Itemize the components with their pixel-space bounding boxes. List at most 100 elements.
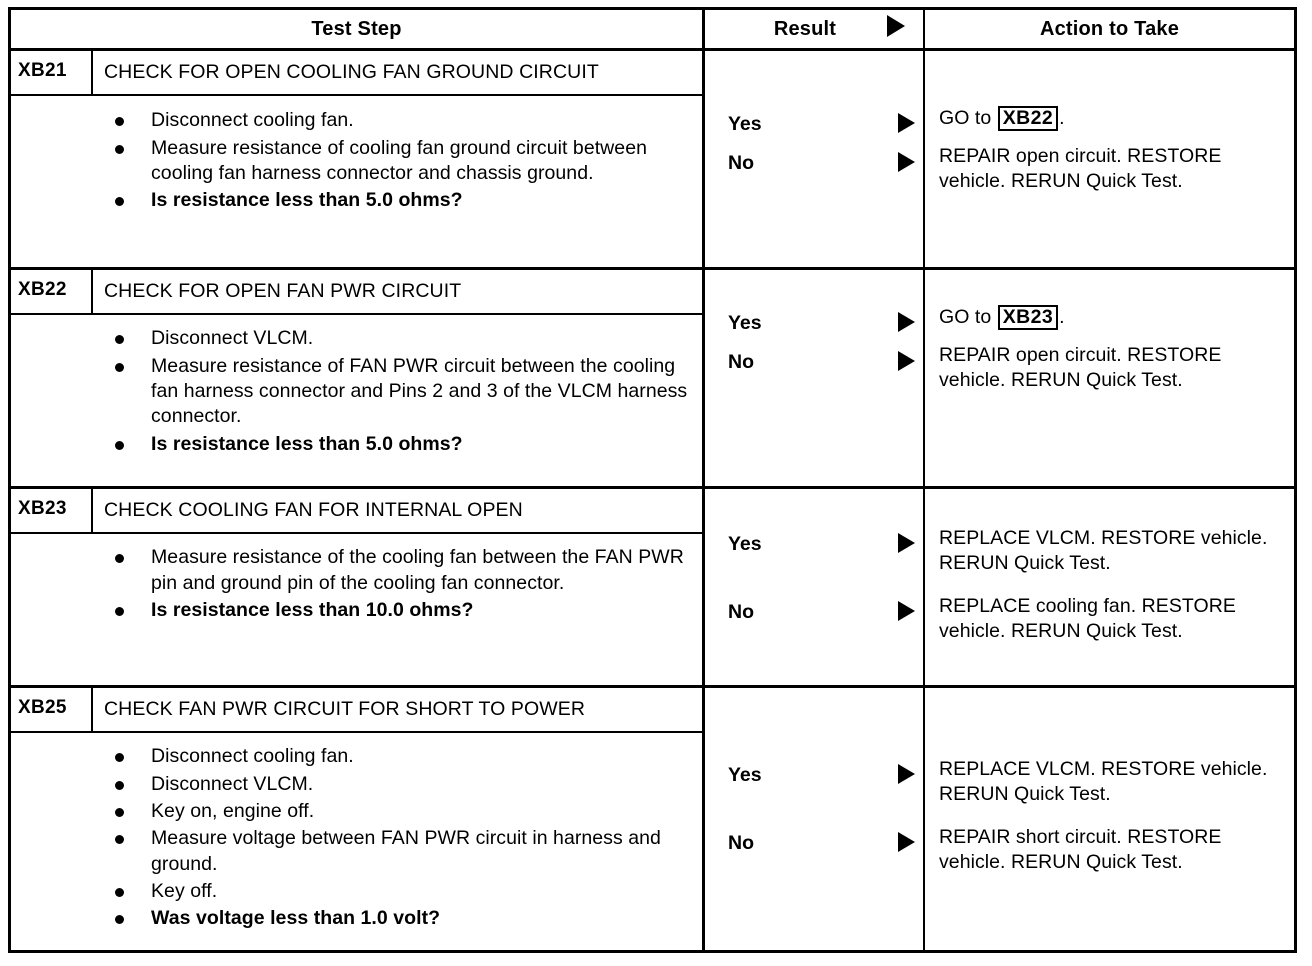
action-text: REPAIR short circuit. RESTORE vehicle. R… xyxy=(939,825,1286,876)
result-row: No xyxy=(705,599,923,625)
column-header-result-label: Result xyxy=(773,17,837,40)
result-label: Yes xyxy=(728,533,762,555)
test-step-group: XB25 CHECK FAN PWR CIRCUIT FOR SHORT TO P… xyxy=(11,688,1294,952)
action-instruction: REPAIR open circuit. RESTORE vehicle. RE… xyxy=(939,145,1222,193)
result-label: No xyxy=(728,601,754,623)
action-suffix: . xyxy=(1059,107,1065,129)
bullet-icon xyxy=(115,554,124,564)
instruction-text: Key on, engine off. xyxy=(151,800,315,823)
instruction-item: Measure voltage between FAN PWR circuit … xyxy=(11,826,694,877)
instruction-list: Disconnect VLCM. Measure resistance of FA… xyxy=(11,326,694,457)
bullet-icon xyxy=(115,607,124,617)
result-label: No xyxy=(728,832,754,854)
action-prefix: GO to xyxy=(939,107,997,129)
test-step-title: CHECK FOR OPEN FAN PWR CIRCUIT xyxy=(104,280,462,302)
result-label: Yes xyxy=(728,312,762,334)
instruction-text: Measure voltage between FAN PWR circuit … xyxy=(151,827,661,875)
instruction-text: Measure resistance of FAN PWR circuit be… xyxy=(151,354,688,428)
test-step-id: XB25 xyxy=(11,688,93,732)
action-text: REPLACE cooling fan. RESTORE vehicle. RE… xyxy=(939,594,1286,645)
action-prefix: GO to xyxy=(939,306,997,328)
instruction-text: Key off. xyxy=(151,880,218,903)
instruction-text: Is resistance less than 5.0 ohms? xyxy=(151,189,463,212)
bullet-icon xyxy=(115,888,124,898)
test-step-group: XB21 CHECK FOR OPEN COOLING FAN GROUND CI… xyxy=(11,51,1294,270)
instruction-item: Disconnect VLCM. xyxy=(11,326,694,351)
result-row: No xyxy=(705,349,923,375)
test-step-cell: XB21 CHECK FOR OPEN COOLING FAN GROUND CI… xyxy=(11,51,705,267)
instruction-item: Measure resistance of FAN PWR circuit be… xyxy=(11,354,694,430)
result-row: Yes xyxy=(705,531,923,557)
triangle-right-icon xyxy=(887,15,905,43)
instruction-item: Key off. xyxy=(11,879,694,904)
action-to-take-cell: REPLACE VLCM. RESTORE vehicle. RERUN Qui… xyxy=(925,688,1294,952)
result-label: Yes xyxy=(728,113,762,135)
test-step-title-row: XB21 CHECK FOR OPEN COOLING FAN GROUND CI… xyxy=(11,51,702,97)
triangle-right-icon xyxy=(898,764,915,789)
instruction-item: Key on, engine off. xyxy=(11,799,694,824)
action-instruction: REPAIR short circuit. RESTORE vehicle. R… xyxy=(939,826,1222,874)
bullet-icon xyxy=(115,362,124,372)
test-step-instructions: Disconnect cooling fan. Disconnect VLCM. K… xyxy=(11,733,702,952)
column-header-test-step: Test Step xyxy=(11,10,705,48)
instruction-text: Is resistance less than 5.0 ohms? xyxy=(151,432,463,455)
instruction-item: Disconnect VLCM. xyxy=(11,772,694,797)
result-row: Yes xyxy=(705,310,923,336)
instruction-item: Disconnect cooling fan. xyxy=(11,108,694,133)
action-text: GO to XB23. xyxy=(939,305,1286,331)
instruction-item: Is resistance less than 5.0 ohms? xyxy=(11,188,694,213)
instruction-text: Was voltage less than 1.0 volt? xyxy=(151,907,441,930)
triangle-right-icon xyxy=(898,351,915,376)
instruction-list: Measure resistance of the cooling fan be… xyxy=(11,545,694,623)
action-to-take-cell: GO to XB22. REPAIR open circuit. RESTORE … xyxy=(925,51,1294,267)
instruction-text: Disconnect cooling fan. xyxy=(151,109,354,132)
instruction-item: Disconnect cooling fan. xyxy=(11,744,694,769)
action-instruction: REPLACE cooling fan. RESTORE vehicle. RE… xyxy=(939,595,1236,643)
test-step-instructions: Disconnect cooling fan. Measure resistanc… xyxy=(11,96,702,267)
action-to-take-cell: REPLACE VLCM. RESTORE vehicle. RERUN Qui… xyxy=(925,489,1294,685)
result-label: No xyxy=(728,351,754,373)
instruction-text: Measure resistance of the cooling fan be… xyxy=(151,546,684,594)
action-text: REPAIR open circuit. RESTORE vehicle. RE… xyxy=(939,144,1286,195)
bullet-icon xyxy=(115,117,124,127)
instruction-text: Measure resistance of cooling fan ground… xyxy=(151,136,647,185)
test-step-title: CHECK FAN PWR CIRCUIT FOR SHORT TO POWER xyxy=(104,698,586,720)
step-reference-box[interactable]: XB22 xyxy=(997,106,1059,132)
result-row: Yes xyxy=(705,762,923,788)
test-step-id: XB21 xyxy=(11,51,93,95)
instruction-text: Is resistance less than 10.0 ohms? xyxy=(151,599,474,622)
triangle-right-icon xyxy=(898,113,915,138)
bullet-icon xyxy=(115,335,124,345)
test-step-cell: XB25 CHECK FAN PWR CIRCUIT FOR SHORT TO P… xyxy=(11,688,705,952)
instruction-item: Is resistance less than 10.0 ohms? xyxy=(11,598,694,623)
bullet-icon xyxy=(115,915,124,925)
bullet-icon xyxy=(115,440,124,450)
triangle-right-icon xyxy=(898,312,915,337)
action-text: REPLACE VLCM. RESTORE vehicle. RERUN Qui… xyxy=(939,526,1286,577)
action-text: GO to XB22. xyxy=(939,106,1286,132)
step-reference-box[interactable]: XB23 xyxy=(997,305,1059,331)
instruction-item: Measure resistance of cooling fan ground… xyxy=(11,136,694,187)
action-text: REPAIR open circuit. RESTORE vehicle. RE… xyxy=(939,343,1286,394)
instruction-text: Disconnect cooling fan. xyxy=(151,745,354,768)
action-instruction: REPLACE VLCM. RESTORE vehicle. RERUN Qui… xyxy=(939,527,1268,575)
instruction-item: Is resistance less than 5.0 ohms? xyxy=(11,432,694,457)
action-instruction: REPAIR open circuit. RESTORE vehicle. RE… xyxy=(939,344,1222,392)
instruction-item: Measure resistance of the cooling fan be… xyxy=(11,545,694,596)
instruction-text: Disconnect VLCM. xyxy=(151,772,314,795)
action-to-take-cell: GO to XB23. REPAIR open circuit. RESTORE … xyxy=(925,270,1294,486)
result-label: Yes xyxy=(728,764,762,786)
bullet-icon xyxy=(115,753,124,763)
test-step-title: CHECK FOR OPEN COOLING FAN GROUND CIRCUI… xyxy=(104,61,599,83)
